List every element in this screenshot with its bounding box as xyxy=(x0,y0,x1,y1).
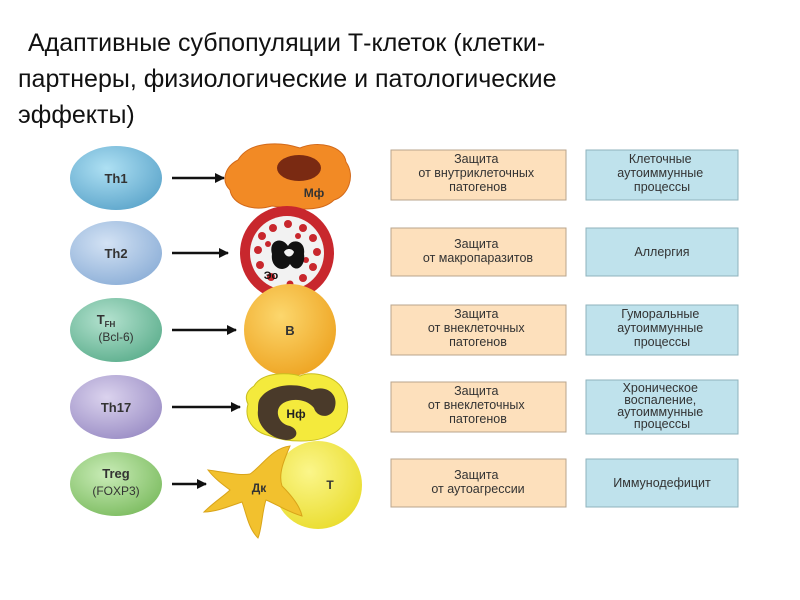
macrophage-nucleus xyxy=(277,155,321,181)
function-text-th17: Защита от внеклеточных патогенов xyxy=(428,384,528,426)
function-text-th1: Защита от внутриклеточных патогенов xyxy=(418,152,537,194)
row-th2: Th2 Эо Защита от макропаразитов Аллергия xyxy=(70,206,739,300)
treg-label-line2: (FOXP3) xyxy=(92,484,139,498)
function-box-treg xyxy=(390,458,567,508)
function-text-treg: Защита от аутоагрессии xyxy=(431,468,524,496)
pathology-box-th2 xyxy=(585,227,739,277)
row-th1: Th1 Мф Защита от внутриклеточных патоген… xyxy=(70,143,739,210)
th1-label: Th1 xyxy=(104,171,127,186)
page-title: Адаптивные субпопуляции Т-клеток (клетки… xyxy=(18,25,788,133)
row-treg: Treg (FOXP3) T Дк Защита от аутоагрессии… xyxy=(70,441,739,539)
pathology-box-tfh xyxy=(585,304,739,356)
dendritic-cell-label: Дк xyxy=(252,481,268,495)
dendritic-cell xyxy=(202,445,303,539)
eosinophil-nucleus-gap xyxy=(284,249,294,257)
tfh-cell xyxy=(70,298,162,362)
b-cell-label: B xyxy=(285,323,294,338)
function-box-th1 xyxy=(390,149,567,201)
treg-label: Treg xyxy=(102,466,130,481)
function-box-tfh xyxy=(390,304,567,356)
t-cell xyxy=(274,441,362,529)
pathology-text-th2: Аллергия xyxy=(634,245,689,259)
th2-cell xyxy=(70,221,162,285)
pathology-text-th17: Хроническое воспаление, аутоиммунные про… xyxy=(617,381,706,431)
row-th17: Th17 Нф Защита от внеклеточных патогенов… xyxy=(70,373,739,442)
th17-label: Th17 xyxy=(101,400,131,415)
pathology-box-th1 xyxy=(585,149,739,201)
b-cell xyxy=(244,284,336,376)
title-line-2: партнеры, физиологические и патологическ… xyxy=(18,65,557,93)
title-line-3: эффекты) xyxy=(18,101,135,129)
pathology-text-treg: Иммунодефицит xyxy=(613,476,711,490)
title-line-1: Адаптивные субпопуляции Т-клеток (клетки… xyxy=(28,29,546,57)
function-text-th2: Защита от макропаразитов xyxy=(423,237,534,265)
pathology-box-treg xyxy=(585,458,739,508)
pathology-text-th1: Клеточные аутоиммунные процессы xyxy=(617,152,706,194)
eosinophil-granules xyxy=(254,220,321,288)
treg-cell xyxy=(70,452,162,516)
function-text-tfh: Защита от внеклеточных патогенов xyxy=(428,307,528,349)
row-tfh: TFH (Bcl-6) B Защита от внеклеточных пат… xyxy=(70,284,739,376)
th1-cell xyxy=(70,146,162,210)
th17-cell xyxy=(70,375,162,439)
th2-label: Th2 xyxy=(104,246,127,261)
eosinophil-label: Эо xyxy=(264,270,279,282)
t-cell-label: T xyxy=(326,478,334,492)
pathology-text-tfh: Гуморальные аутоиммунные процессы xyxy=(617,307,706,349)
neutrophil-nucleus xyxy=(257,385,336,440)
pathology-box-th17 xyxy=(585,379,739,435)
function-box-th2 xyxy=(390,227,567,277)
tfh-label: TFH xyxy=(97,312,116,329)
function-box-th17 xyxy=(390,381,567,433)
tfh-label-line2: (Bcl-6) xyxy=(98,330,133,344)
macrophage-label: Мф xyxy=(304,186,325,200)
neutrophil-label: Нф xyxy=(286,407,306,421)
